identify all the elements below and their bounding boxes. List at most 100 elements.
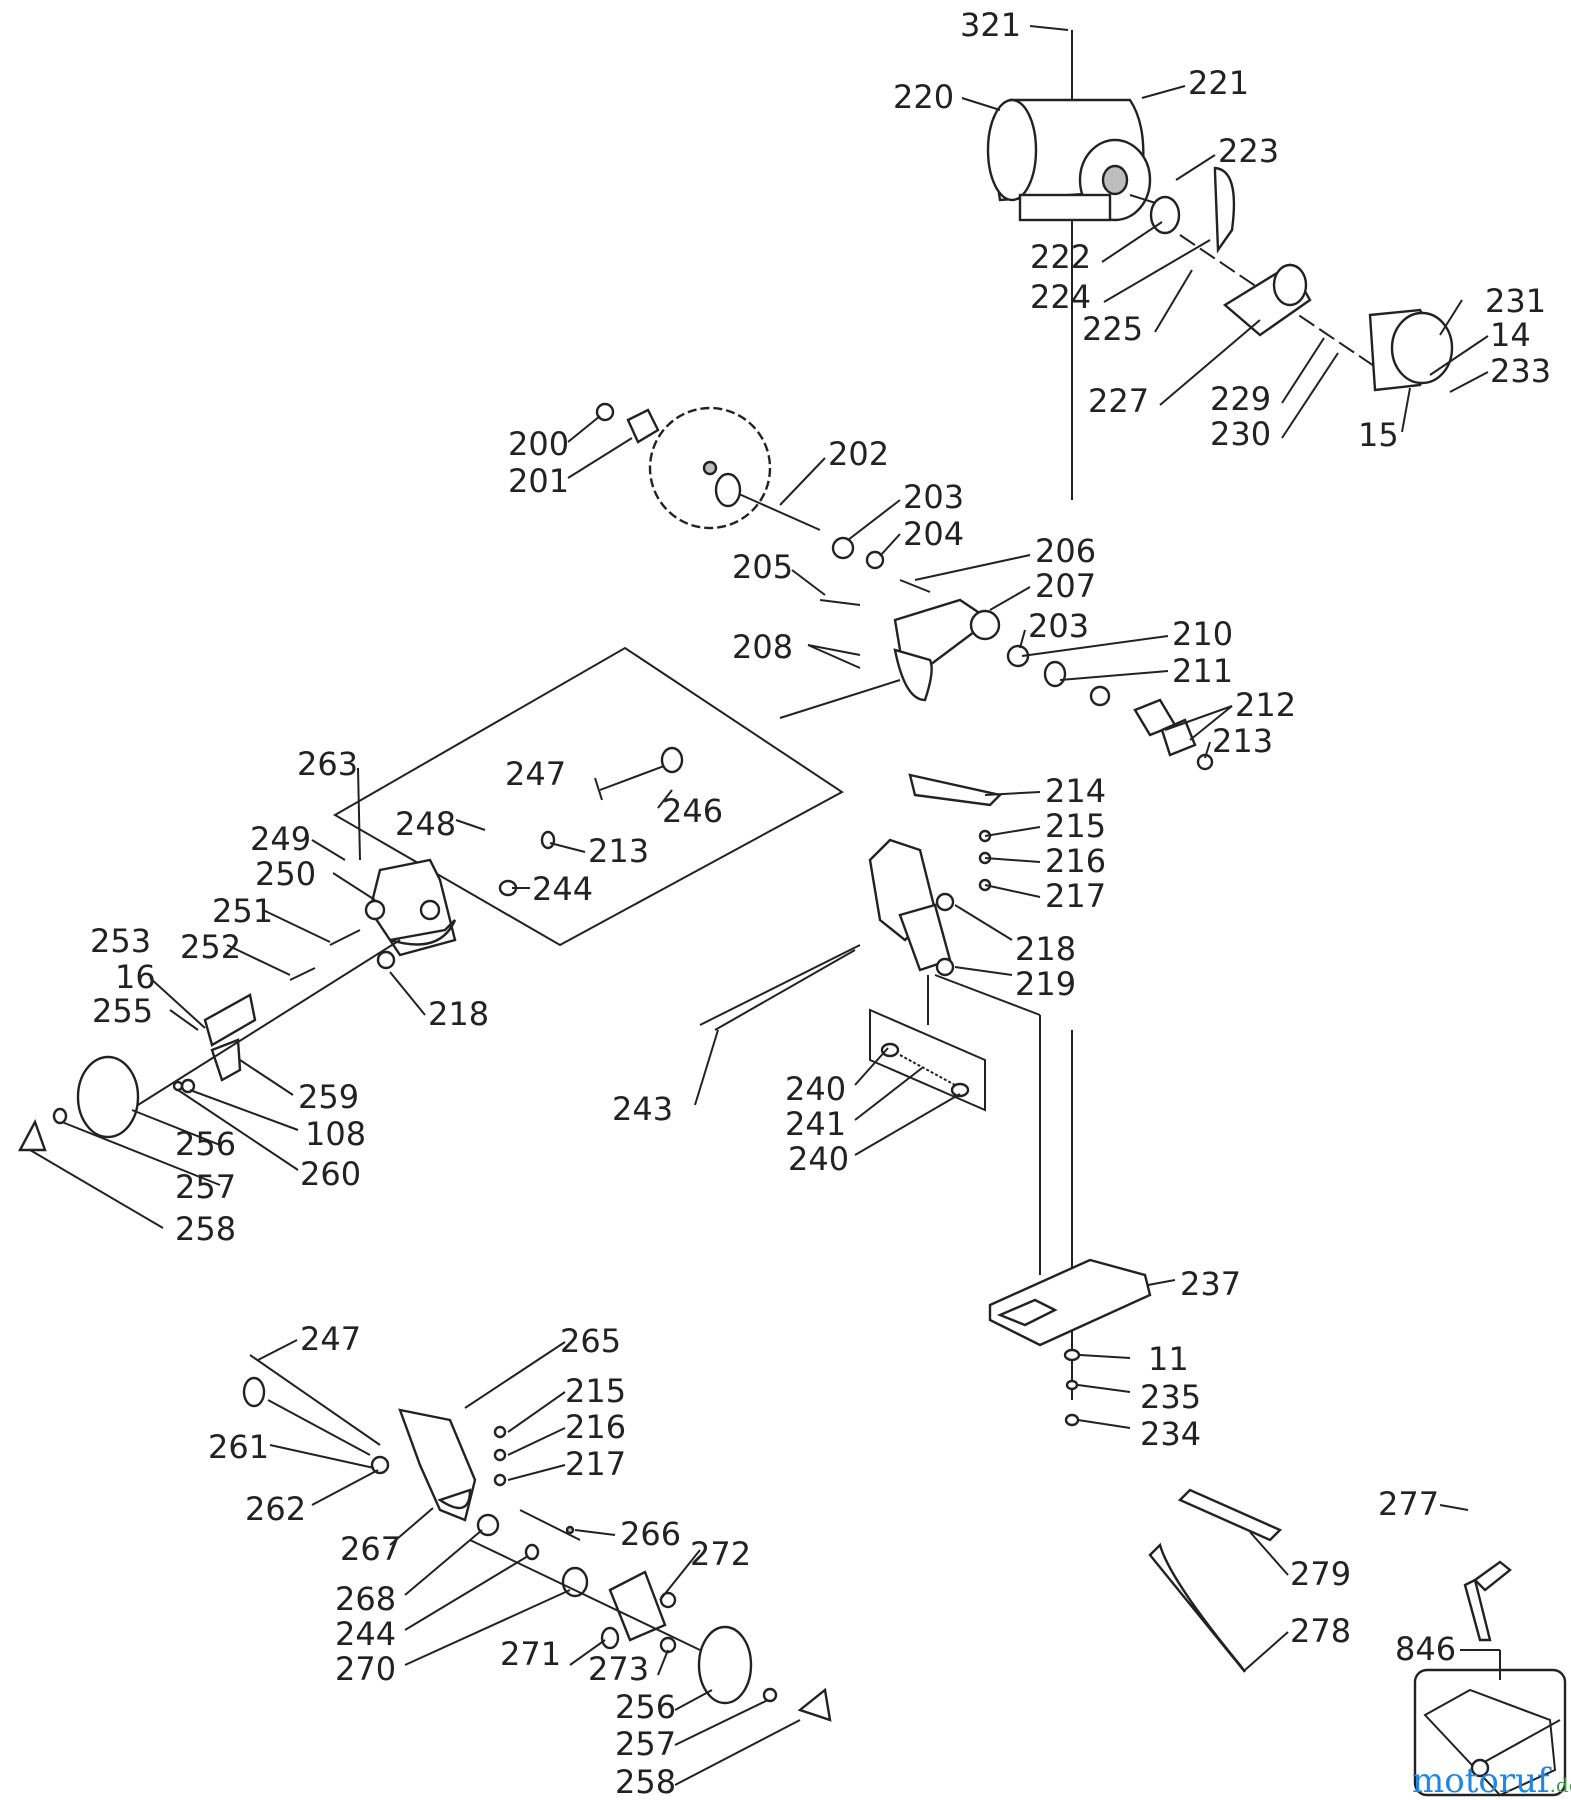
label-846: 846 (1395, 1630, 1456, 1668)
label-272: 272 (690, 1535, 751, 1573)
label-216: 216 (1045, 842, 1106, 880)
label-203: 203 (903, 478, 964, 516)
label-255: 255 (92, 992, 153, 1030)
label-251: 251 (212, 892, 273, 930)
brand-name: motoruf.de (1412, 1761, 1571, 1800)
label-270: 270 (335, 1650, 396, 1688)
label-241: 241 (785, 1105, 846, 1143)
label-208: 208 (732, 628, 793, 666)
label-258: 258 (175, 1210, 236, 1248)
label-244b: 244 (335, 1615, 396, 1653)
label-256: 256 (175, 1125, 236, 1163)
motor (986, 30, 1454, 500)
front-trunnion (17, 746, 684, 1152)
label-205: 205 (732, 548, 793, 586)
base-plate (988, 1030, 1152, 1427)
label-108: 108 (305, 1115, 366, 1153)
label-249: 249 (250, 820, 311, 858)
label-279: 279 (1290, 1555, 1351, 1593)
label-231: 231 (1485, 282, 1546, 320)
label-220: 220 (893, 78, 954, 116)
label-14: 14 (1490, 316, 1531, 354)
branding-logo: motoruf.de (1412, 1761, 1571, 1800)
label-202: 202 (828, 435, 889, 473)
label-257: 257 (175, 1168, 236, 1206)
label-216b: 216 (565, 1408, 626, 1446)
label-253: 253 (90, 922, 151, 960)
label-277: 277 (1378, 1485, 1439, 1523)
label-250: 250 (255, 855, 316, 893)
table-panel (332, 646, 844, 947)
label-265: 265 (560, 1322, 621, 1360)
label-212: 212 (1235, 686, 1296, 724)
part-labels: 321 220 221 223 222 224 225 227 229 230 … (90, 6, 1551, 1800)
label-210: 210 (1172, 615, 1233, 653)
label-234: 234 (1140, 1415, 1201, 1453)
label-246: 246 (662, 792, 723, 830)
label-201: 201 (508, 462, 569, 500)
label-222: 222 (1030, 238, 1091, 276)
label-217b: 217 (565, 1445, 626, 1483)
blade-arbor (595, 402, 1214, 771)
label-230: 230 (1210, 415, 1271, 453)
label-207: 207 (1035, 567, 1096, 605)
brand-suffix: .de (1550, 1773, 1571, 1797)
tilt-assembly (242, 1354, 832, 1722)
label-258b: 258 (615, 1763, 676, 1800)
label-244: 244 (532, 870, 593, 908)
label-252: 252 (180, 928, 241, 966)
label-15: 15 (1358, 416, 1399, 454)
label-267: 267 (340, 1530, 401, 1568)
label-211: 211 (1172, 652, 1233, 690)
label-204: 204 (903, 515, 964, 553)
leader-lines (29, 25, 1500, 1786)
label-247b: 247 (300, 1320, 361, 1358)
label-227: 227 (1088, 382, 1149, 420)
label-266: 266 (620, 1515, 681, 1553)
label-203b: 203 (1028, 607, 1089, 645)
rear-trunnion (699, 773, 1041, 1275)
brand-text: motoruf (1412, 1761, 1552, 1800)
label-243: 243 (612, 1090, 673, 1128)
label-263: 263 (297, 745, 358, 783)
label-240: 240 (785, 1070, 846, 1108)
label-200: 200 (508, 425, 569, 463)
label-223: 223 (1218, 132, 1279, 170)
label-262: 262 (245, 1490, 306, 1528)
label-11: 11 (1148, 1340, 1189, 1378)
label-233: 233 (1490, 352, 1551, 390)
label-268: 268 (335, 1580, 396, 1618)
label-218: 218 (1015, 930, 1076, 968)
label-229: 229 (1210, 380, 1271, 418)
label-237: 237 (1180, 1265, 1241, 1303)
label-217: 217 (1045, 877, 1106, 915)
label-259: 259 (298, 1078, 359, 1116)
label-273: 273 (588, 1650, 649, 1688)
tools (1148, 1488, 1512, 1673)
label-321: 321 (960, 6, 1021, 44)
label-213b: 213 (588, 832, 649, 870)
label-218b: 218 (428, 995, 489, 1033)
label-248: 248 (395, 805, 456, 843)
label-215: 215 (1045, 807, 1106, 845)
label-214: 214 (1045, 772, 1106, 810)
label-235: 235 (1140, 1378, 1201, 1416)
label-213: 213 (1212, 722, 1273, 760)
label-260: 260 (300, 1155, 361, 1193)
label-224: 224 (1030, 278, 1091, 316)
label-247: 247 (505, 755, 566, 793)
spring-inset (869, 975, 986, 1112)
label-221: 221 (1188, 64, 1249, 102)
label-256b: 256 (615, 1688, 676, 1726)
label-206: 206 (1035, 532, 1096, 570)
label-261: 261 (208, 1428, 269, 1466)
label-215b: 215 (565, 1372, 626, 1410)
label-219: 219 (1015, 965, 1076, 1003)
label-278: 278 (1290, 1612, 1351, 1650)
kit-846-inset (1413, 1650, 1567, 1797)
label-16: 16 (115, 958, 156, 996)
label-257b: 257 (615, 1725, 676, 1763)
label-240b: 240 (788, 1140, 849, 1178)
label-271: 271 (500, 1635, 561, 1673)
